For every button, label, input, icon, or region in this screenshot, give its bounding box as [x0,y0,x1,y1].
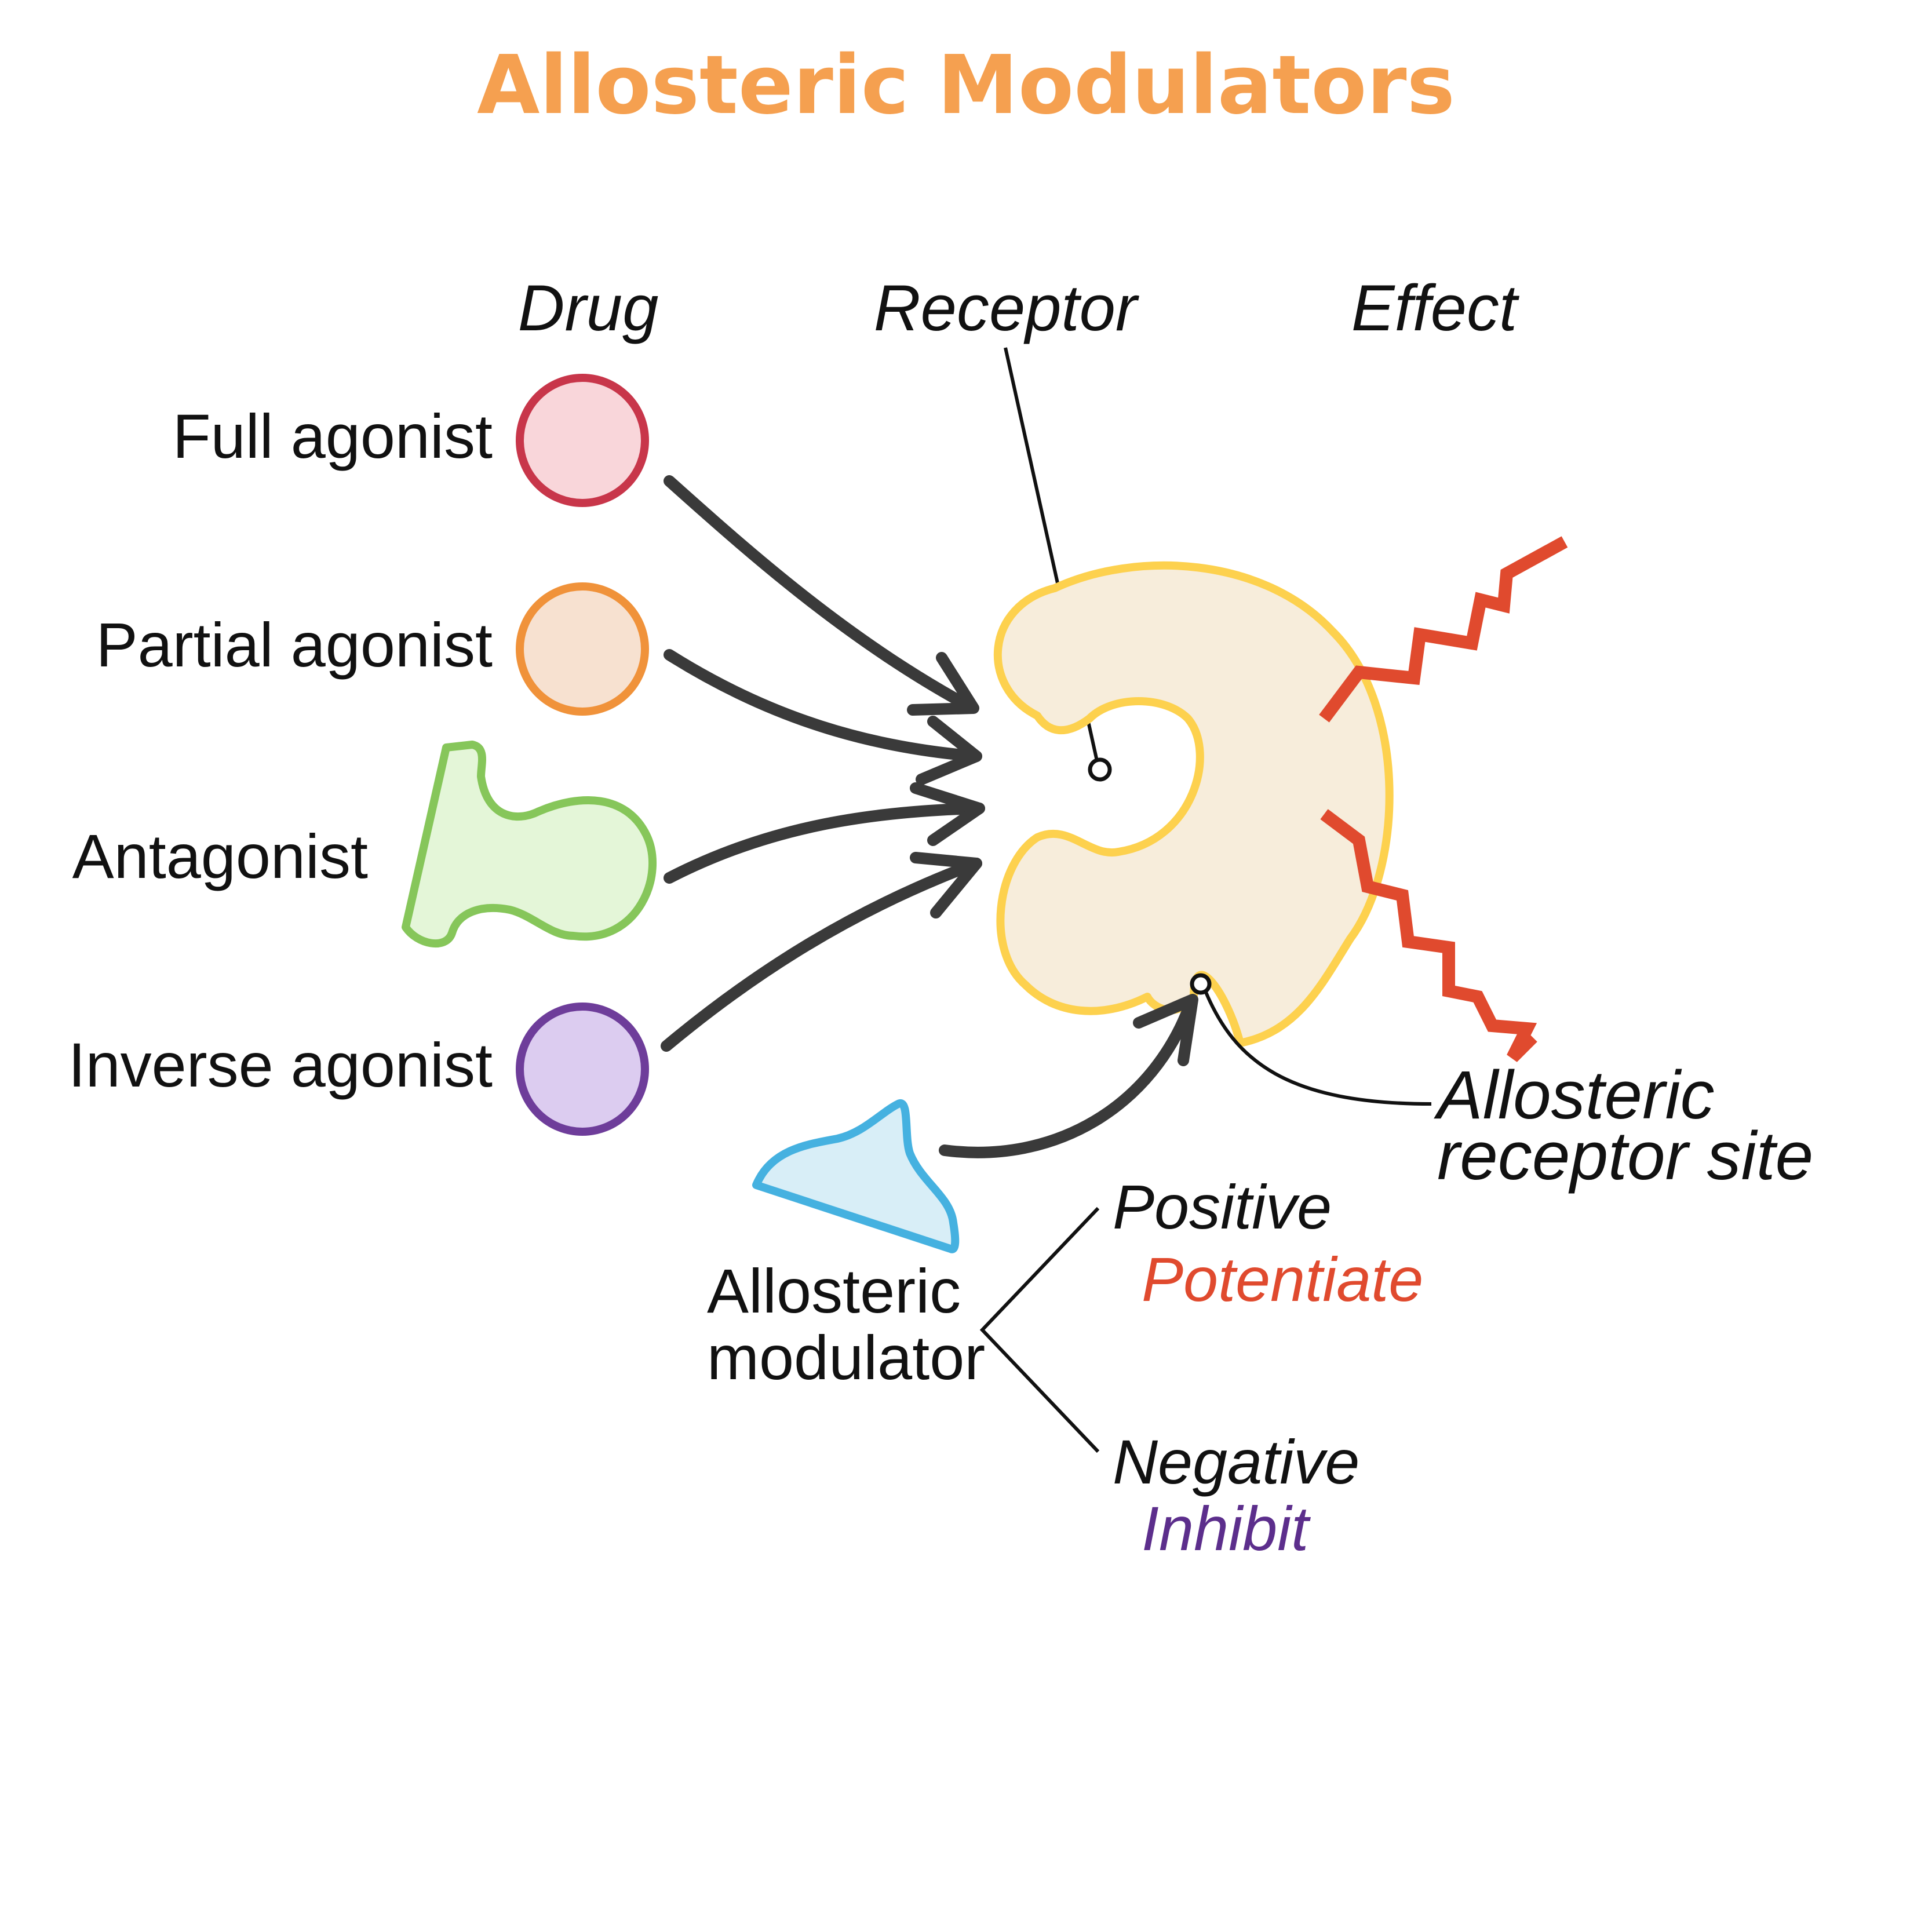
arrow-modulator [939,997,1197,1158]
outcome-branch-lines [979,1206,1100,1453]
page-title: Allosteric Modulators [477,38,1455,133]
arrowhead-antagonist [910,782,985,846]
drug-arrows [661,475,1198,1158]
outcome-positive-effect: Potentiate [1142,1244,1423,1314]
arrowhead-modulator [1133,994,1198,1066]
drug-label-full-agonist: Full agonist [173,401,493,471]
receptor-binding-site-marker [1088,757,1112,782]
effect-zigzag-lower [1320,809,1537,1062]
arrowhead-full-agonist [907,652,979,716]
outcome-positive-label: Positive [1113,1172,1332,1242]
receptor-shape [993,561,1394,1047]
allosteric-site-label-line2: receptor site [1437,1118,1813,1194]
arrowhead-partial-agonist [916,716,982,785]
header-drug: Drug [518,272,659,344]
header-receptor: Receptor [874,272,1140,344]
antagonist-shape [402,741,657,947]
effect-zigzag-upper [1319,536,1568,723]
arrow-full-agonist [664,475,976,713]
partial-agonist-shape [516,582,649,716]
outcome-negative-effect: Inhibit [1142,1493,1311,1563]
header-effect: Effect [1351,272,1519,344]
allosteric-site-marker [1190,973,1212,995]
arrow-antagonist [664,803,985,884]
allosteric-site-pointer [1204,990,1432,1106]
arrow-partial-agonist [664,649,982,762]
inverse-agonist-shape [516,1003,649,1136]
full-agonist-shape [516,374,649,507]
arrow-inverse-agonist [661,858,982,1052]
drug-label-partial-agonist: Partial agonist [96,610,493,680]
modulator-label-line2: modulator [707,1322,985,1393]
arrowhead-inverse-agonist [910,852,982,918]
modulator-label-line1: Allosteric [707,1256,961,1326]
drug-label-inverse-agonist: Inverse agonist [68,1030,493,1100]
drug-label-antagonist: Antagonist [72,821,368,891]
allosteric-modulator-shape [752,1099,960,1253]
allosteric-site-label-line1: Allosteric [1434,1057,1715,1133]
outcome-negative-label: Negative [1113,1427,1359,1497]
